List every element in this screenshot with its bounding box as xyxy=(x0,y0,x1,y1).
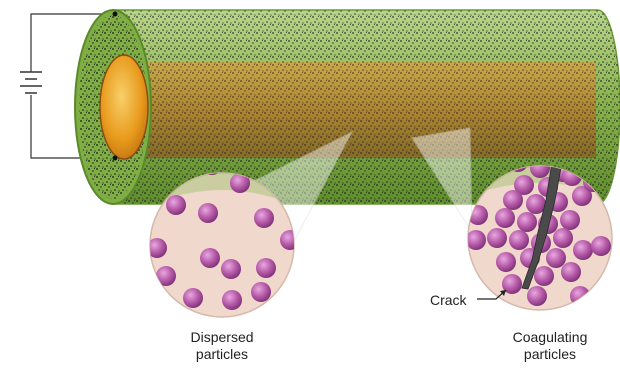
particle xyxy=(553,228,573,248)
particle xyxy=(251,282,271,302)
particle xyxy=(570,286,590,306)
conductor-end xyxy=(100,55,148,159)
particle xyxy=(561,262,581,282)
particle xyxy=(198,203,218,223)
particle xyxy=(466,230,486,250)
particle xyxy=(509,230,529,250)
dispersed-label-line2: particles xyxy=(172,346,272,363)
particle xyxy=(591,236,611,256)
particle xyxy=(256,258,276,278)
particle xyxy=(517,212,537,232)
particle xyxy=(200,248,220,268)
particle xyxy=(573,240,593,260)
coagulating-label-line1: Coagulating xyxy=(495,329,605,346)
crack-label: Crack xyxy=(430,292,467,309)
particle xyxy=(560,210,580,230)
particle xyxy=(503,190,523,210)
terminal-bottom xyxy=(113,156,118,161)
coagulating-label-line2: particles xyxy=(495,346,605,363)
particle xyxy=(495,208,515,228)
particle xyxy=(254,208,274,228)
particle xyxy=(527,286,547,306)
particle xyxy=(487,228,507,248)
dispersed-label-line1: Dispersed xyxy=(172,329,272,346)
terminal-top xyxy=(113,12,118,17)
particle xyxy=(183,288,203,308)
coagulating-particles-label: Coagulating particles xyxy=(495,329,605,363)
particle xyxy=(534,266,554,286)
battery-icon xyxy=(20,72,42,93)
particle xyxy=(546,248,566,268)
particle xyxy=(156,266,176,286)
particle xyxy=(222,290,242,310)
particle xyxy=(166,195,186,215)
dispersed-particles-label: Dispersed particles xyxy=(172,329,272,363)
particle xyxy=(221,259,241,279)
particle xyxy=(496,252,516,272)
